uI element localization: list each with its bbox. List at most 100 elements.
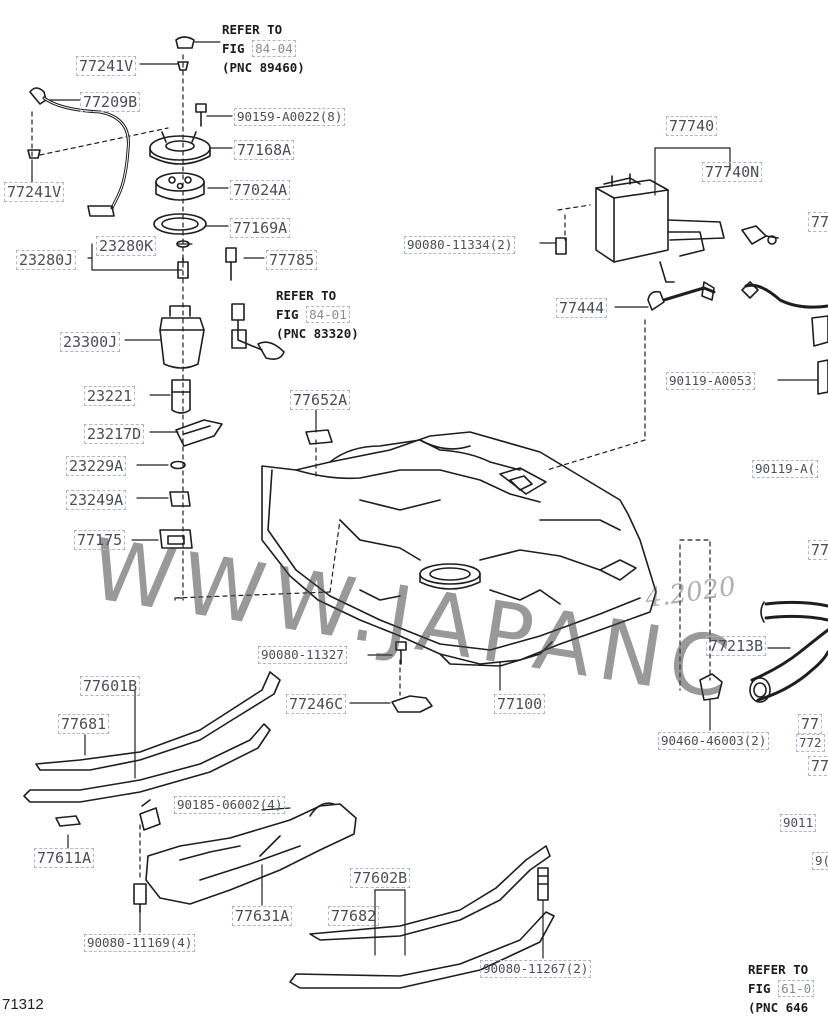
part-77601B-strap	[23, 671, 281, 803]
ref-line-3: (PNC 646	[748, 1000, 809, 1015]
ref-fig-link-61[interactable]: 61-0	[778, 980, 815, 997]
part-label-23280J[interactable]: 23280J	[16, 250, 77, 270]
part-77246C-bracket	[391, 695, 433, 713]
part-label-90080-11327[interactable]: 90080-11327	[258, 646, 347, 664]
part-77100-fuel-tank	[261, 431, 657, 667]
part-90185-clip	[139, 799, 161, 831]
part-77175-bracket	[159, 529, 193, 549]
part-label-90119-A0053[interactable]: 90119-A0053	[666, 372, 755, 390]
part-label-77740[interactable]: 77740	[666, 116, 718, 136]
part-90080-11267-bolt	[537, 867, 549, 901]
part-label-77024A[interactable]: 77024A	[230, 180, 291, 200]
part-label-23221[interactable]: 23221	[84, 386, 136, 406]
part-77024A-plate	[155, 172, 205, 201]
ref-line-1: REFER TO	[222, 22, 283, 37]
part-right-bracket	[811, 315, 828, 395]
part-23280J-fitting	[177, 257, 189, 279]
ref-line-3: (PNC 83320)	[276, 326, 359, 341]
part-label-77601B[interactable]: 77601B	[80, 676, 141, 696]
part-77785-sender	[225, 247, 237, 281]
part-label-23249A[interactable]: 23249A	[66, 490, 127, 510]
part-90080-11334-bolt	[555, 237, 567, 255]
ref-line-1: REFER TO	[748, 962, 809, 977]
part-label-90080-11169[interactable]: 90080-11169(4)	[84, 934, 196, 952]
ref-line-1: REFER TO	[276, 288, 337, 303]
ref-fig-prefix: FIG	[222, 41, 253, 56]
part-label-77652A[interactable]: 77652A	[290, 390, 351, 410]
part-label-77-truncated-c[interactable]: 77	[798, 714, 823, 734]
part-23217D-filter	[175, 419, 223, 447]
part-label-77682[interactable]: 77682	[328, 906, 380, 926]
part-label-77168A[interactable]: 77168A	[234, 140, 295, 160]
part-90080-11169-bolt	[133, 883, 147, 913]
part-label-77-truncated-a[interactable]: 77	[808, 212, 828, 232]
part-label-77175[interactable]: 77175	[74, 530, 126, 550]
part-label-90119-A-truncated[interactable]: 90119-A(	[752, 460, 819, 478]
part-label-77169A[interactable]: 77169A	[230, 218, 291, 238]
part-77631A-protector	[145, 802, 357, 905]
part-77602B-strap	[289, 845, 555, 989]
part-label-23300J[interactable]: 23300J	[60, 332, 121, 352]
part-label-90080-11267[interactable]: 90080-11267(2)	[480, 960, 592, 978]
part-label-23229A[interactable]: 23229A	[66, 456, 127, 476]
part-label-77209B[interactable]: 77209B	[80, 92, 141, 112]
part-23249A-cushion	[169, 491, 191, 507]
part-label-77213B[interactable]: 77213B	[706, 636, 767, 656]
part-label-772-truncated[interactable]: 772	[796, 734, 825, 752]
part-77444-hose	[647, 281, 828, 311]
part-label-23280K[interactable]: 23280K	[96, 236, 157, 256]
part-77213B-filler-pipe	[749, 600, 828, 703]
part-label-77246C[interactable]: 77246C	[286, 694, 347, 714]
part-label-77611A[interactable]: 77611A	[34, 848, 95, 868]
part-label-77785[interactable]: 77785	[266, 250, 318, 270]
part-77169A-gasket	[153, 213, 207, 235]
part-label-77740N[interactable]: 77740N	[702, 162, 763, 182]
part-23229A-clip	[170, 460, 186, 470]
part-label-77-truncated-b[interactable]: 77	[808, 540, 828, 560]
part-label-77100[interactable]: 77100	[494, 694, 546, 714]
diagram-code: 71312	[2, 996, 44, 1013]
reference-note-fig-84-01: REFER TO FIG 84-01 (PNC 83320)	[276, 286, 359, 343]
ref-line-2: FIG 84-04	[222, 39, 305, 58]
part-label-77602B[interactable]: 77602B	[350, 868, 411, 888]
ref-fig-link-84-04[interactable]: 84-04	[252, 40, 296, 57]
reference-note-fig-84-04: REFER TO FIG 84-04 (PNC 89460)	[222, 20, 305, 77]
part-90460-clamp	[699, 673, 723, 701]
part-label-9011-truncated[interactable]: 9011	[780, 814, 817, 832]
reference-note-fig-61: REFER TO FIG 61-0 (PNC 646	[748, 960, 815, 1017]
part-label-77241V-left[interactable]: 77241V	[4, 182, 65, 202]
part-77652A-pad	[305, 429, 333, 445]
part-gauge-float	[231, 303, 285, 360]
part-77209B-tube	[27, 87, 130, 217]
part-77611A-pad	[55, 815, 81, 827]
part-label-23217D[interactable]: 23217D	[84, 424, 145, 444]
part-23221-pump	[171, 379, 191, 414]
part-77740N-valve	[741, 225, 779, 245]
part-label-77681[interactable]: 77681	[58, 714, 110, 734]
ref-line-3: (PNC 89460)	[222, 60, 305, 75]
part-77168A-retainer	[149, 131, 211, 165]
part-label-90460-46003[interactable]: 90460-46003(2)	[658, 732, 770, 750]
part-label-77-truncated-d[interactable]: 77	[808, 756, 828, 776]
part-label-90159-A0022[interactable]: 90159-A0022(8)	[234, 108, 346, 126]
part-90080-11327-bolt	[395, 641, 407, 665]
part-label-9-truncated[interactable]: 9(	[812, 852, 828, 870]
part-77740-canister	[595, 173, 725, 283]
part-label-90185-06002[interactable]: 90185-06002(4)	[174, 796, 286, 814]
ref-line-2: FIG 84-01	[276, 305, 359, 324]
part-label-77444[interactable]: 77444	[556, 298, 608, 318]
ref-fig-prefix: FIG	[276, 307, 307, 322]
part-label-77241V-top[interactable]: 77241V	[76, 56, 137, 76]
part-23280K-ring	[176, 240, 190, 248]
ref-fig-link-84-01[interactable]: 84-01	[306, 306, 350, 323]
part-77241V-top-clip	[175, 36, 195, 71]
leader-lines	[31, 41, 819, 959]
ref-line-2: FIG 61-0	[748, 979, 815, 998]
ref-fig-prefix: FIG	[748, 981, 779, 996]
part-label-77631A[interactable]: 77631A	[232, 906, 293, 926]
part-label-90080-11334[interactable]: 90080-11334(2)	[404, 236, 516, 254]
part-23300J-pump-housing	[159, 305, 205, 369]
assembly-dashed-lines	[31, 54, 711, 881]
